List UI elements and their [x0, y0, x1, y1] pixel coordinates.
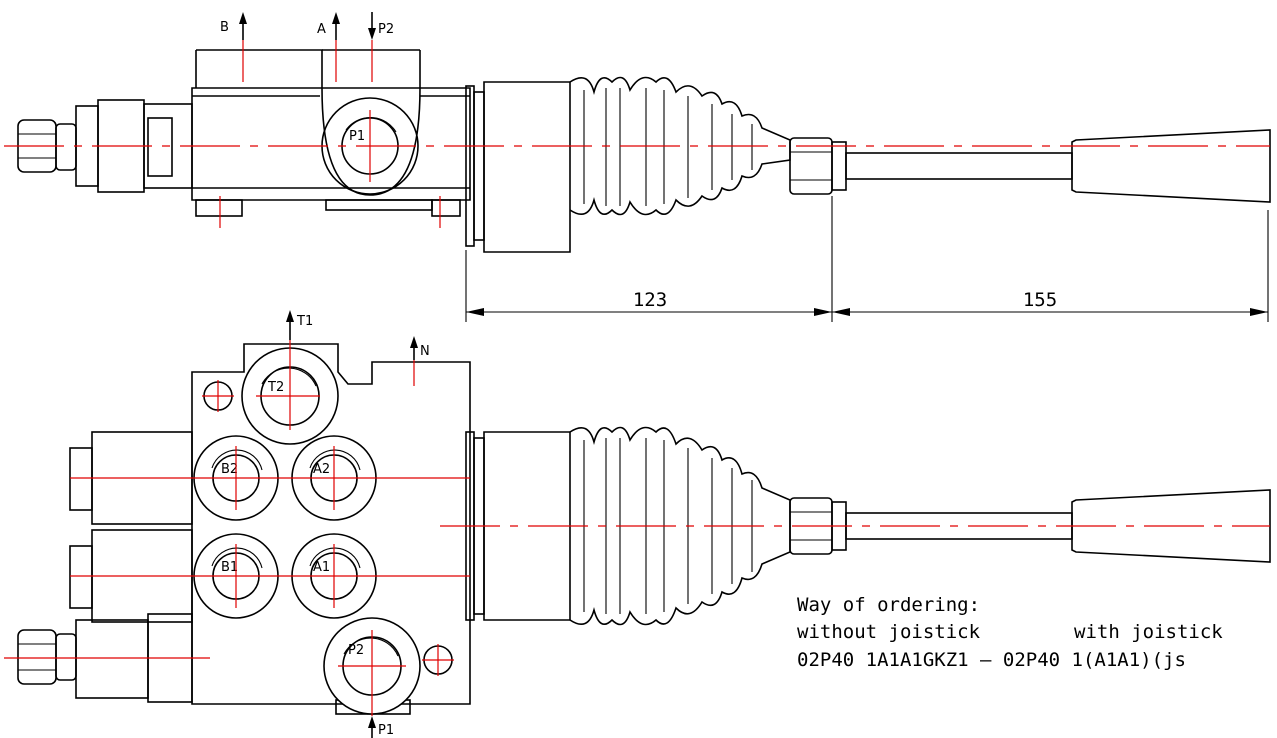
- port-label-a1: A1: [313, 560, 330, 575]
- ordering-note: Way of ordering: without joistick with j…: [797, 594, 1223, 671]
- top-centerlines: [4, 40, 1270, 228]
- top-valve-body: [191, 49, 471, 217]
- port-label-b2: B2: [221, 462, 238, 477]
- port-label-top-p2: P2: [378, 22, 394, 37]
- top-joystick-boot: [483, 76, 791, 253]
- port-label-a2: A2: [313, 462, 330, 477]
- port-label-p1: P1: [378, 723, 394, 738]
- ordering-title: Way of ordering:: [797, 594, 980, 616]
- port-label-n: N: [420, 344, 430, 359]
- dimension-155: 155: [1023, 289, 1057, 311]
- dimensions: [465, 196, 1269, 322]
- port-label-top-b: B: [220, 20, 229, 35]
- front-view: T1 N T2 B2 A2 B1 A1 P2 P1: [4, 310, 1271, 738]
- top-port-arrows: [239, 12, 376, 40]
- ordering-codes: 02P40 1A1A1GKZ1 – 02P40 1(A1A1)(js: [797, 649, 1186, 671]
- port-label-top-a: A: [317, 22, 326, 37]
- front-port-arrows: [286, 310, 418, 738]
- top-view: B A P2 P1 123 155: [4, 12, 1271, 322]
- front-centerlines: [4, 340, 1270, 716]
- front-valve-body: [191, 343, 471, 715]
- top-joystick-handle: [789, 129, 1271, 203]
- ordering-with-joystick: with joistick: [1074, 621, 1223, 643]
- dimension-123: 123: [633, 289, 667, 311]
- port-label-b1: B1: [221, 560, 238, 575]
- port-label-top-p1: P1: [349, 129, 365, 144]
- port-label-t2: T2: [267, 380, 284, 395]
- port-label-p2: P2: [348, 643, 364, 658]
- port-label-t1: T1: [296, 314, 313, 329]
- front-left-caps: [17, 431, 193, 703]
- ordering-without-joystick: without joistick: [797, 621, 981, 643]
